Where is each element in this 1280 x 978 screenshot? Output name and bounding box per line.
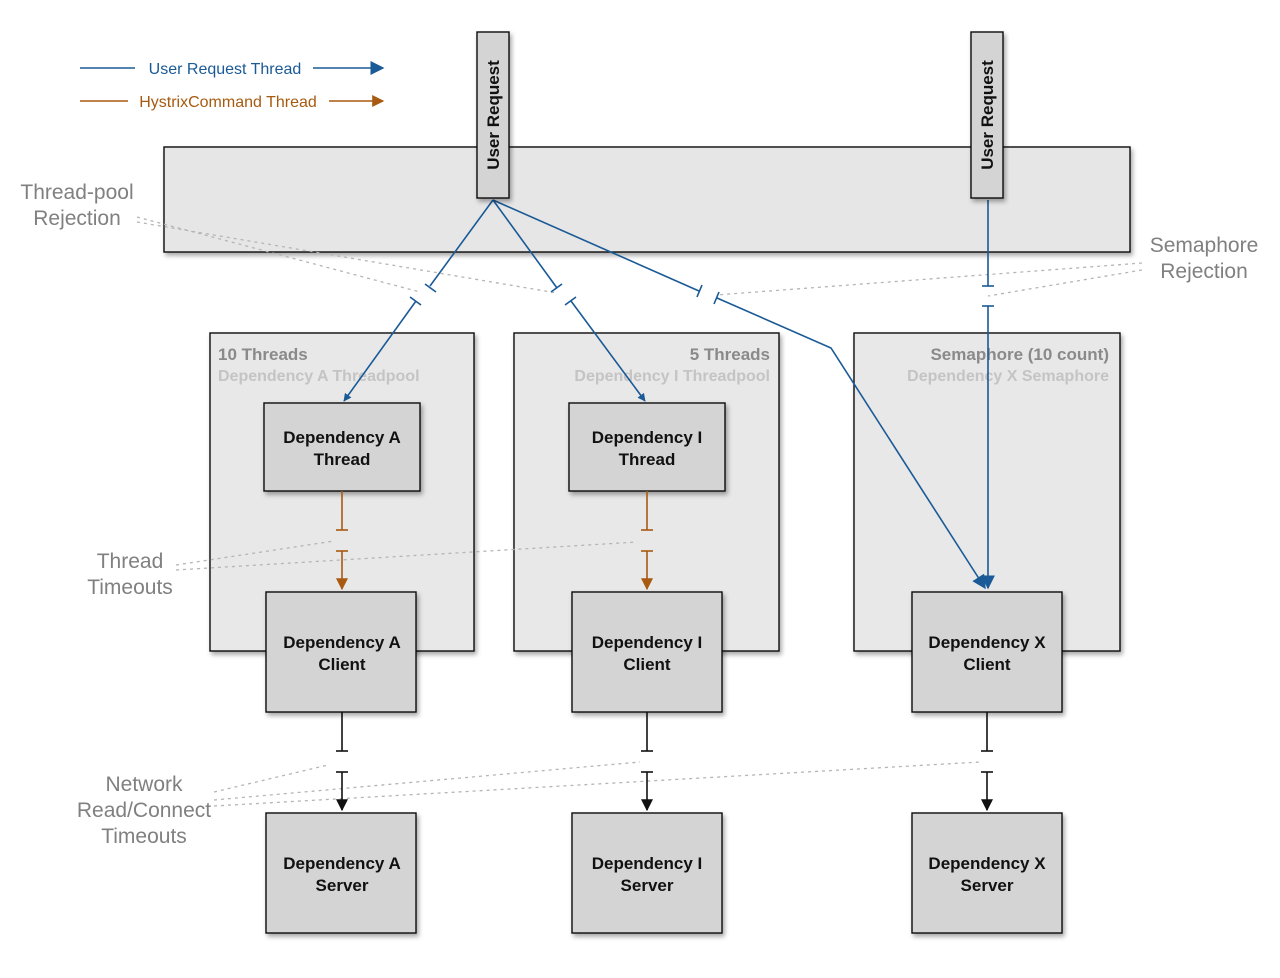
thread-timeouts-annotation: Thread Timeouts bbox=[87, 550, 173, 599]
pool-title: Semaphore (10 count) bbox=[930, 345, 1109, 364]
dependency-i-thread: Dependency I Thread bbox=[568, 402, 726, 492]
server-label-line2: Server bbox=[961, 876, 1014, 895]
pool-subtitle: Dependency X Semaphore bbox=[907, 368, 1109, 385]
thread-pool-rejection-annotation: Thread-pool Rejection bbox=[20, 181, 133, 230]
thread-label-line1: Dependency I bbox=[592, 428, 703, 447]
dependency-x-server: Dependency X Server bbox=[911, 812, 1063, 934]
semaphore-rejection-annotation: Semaphore Rejection bbox=[1150, 234, 1259, 283]
dependency-a-client: Dependency A Client bbox=[265, 591, 417, 713]
network-timeouts-annotation: Network Read/Connect Timeouts bbox=[77, 773, 211, 848]
server-label-line2: Server bbox=[316, 876, 369, 895]
network-flows bbox=[336, 712, 993, 812]
client-label-line1: Dependency X bbox=[928, 633, 1046, 652]
client-label-line1: Dependency I bbox=[592, 633, 703, 652]
client-label-line1: Dependency A bbox=[283, 633, 400, 652]
server-label-line2: Server bbox=[621, 876, 674, 895]
user-request-label: User Request bbox=[978, 60, 997, 170]
dependency-a-thread: Dependency A Thread bbox=[263, 402, 421, 492]
annotation-line: Rejection bbox=[1160, 260, 1248, 283]
user-request-flows bbox=[343, 199, 995, 590]
request-container bbox=[163, 146, 1131, 253]
dependency-i-server: Dependency I Server bbox=[571, 812, 723, 934]
server-label-line1: Dependency I bbox=[592, 854, 703, 873]
dependency-x-client: Dependency X Client bbox=[911, 591, 1063, 713]
annotation-line: Semaphore bbox=[1150, 234, 1259, 257]
pool-title: 10 Threads bbox=[218, 345, 308, 364]
dependency-a-server: Dependency A Server bbox=[265, 812, 417, 934]
user-request-label: User Request bbox=[484, 60, 503, 170]
legend: User Request Thread HystrixCommand Threa… bbox=[80, 61, 385, 111]
dependency-i-client: Dependency I Client bbox=[571, 591, 723, 713]
client-label-line2: Client bbox=[623, 655, 671, 674]
legend-hystrix-command-thread: HystrixCommand Thread bbox=[80, 94, 385, 111]
annotation-connectors bbox=[136, 216, 1143, 807]
legend-user-request-label: User Request Thread bbox=[149, 61, 302, 78]
thread-label-line2: Thread bbox=[619, 450, 676, 469]
annotation-line: Rejection bbox=[33, 207, 121, 230]
server-label-line1: Dependency A bbox=[283, 854, 400, 873]
annotation-line: Timeouts bbox=[101, 825, 187, 848]
annotation-line: Thread-pool bbox=[20, 181, 133, 204]
user-request-bar-2: User Request bbox=[970, 31, 1004, 199]
annotation-line: Read/Connect bbox=[77, 799, 211, 822]
client-label-line2: Client bbox=[963, 655, 1011, 674]
thread-label-line2: Thread bbox=[314, 450, 371, 469]
annotation-line: Network bbox=[105, 773, 183, 796]
legend-user-request-thread: User Request Thread bbox=[80, 61, 385, 78]
thread-label-line1: Dependency A bbox=[283, 428, 400, 447]
pool-subtitle: Dependency I Threadpool bbox=[574, 368, 770, 385]
server-label-line1: Dependency X bbox=[928, 854, 1046, 873]
legend-hystrix-label: HystrixCommand Thread bbox=[139, 94, 317, 111]
user-request-bar-1: User Request bbox=[476, 31, 510, 199]
pool-subtitle: Dependency A Threadpool bbox=[218, 368, 420, 385]
client-label-line2: Client bbox=[318, 655, 366, 674]
hystrix-thread-flows bbox=[336, 491, 653, 591]
annotation-line: Thread bbox=[97, 550, 164, 573]
annotation-line: Timeouts bbox=[87, 576, 173, 599]
pool-title: 5 Threads bbox=[690, 345, 770, 364]
